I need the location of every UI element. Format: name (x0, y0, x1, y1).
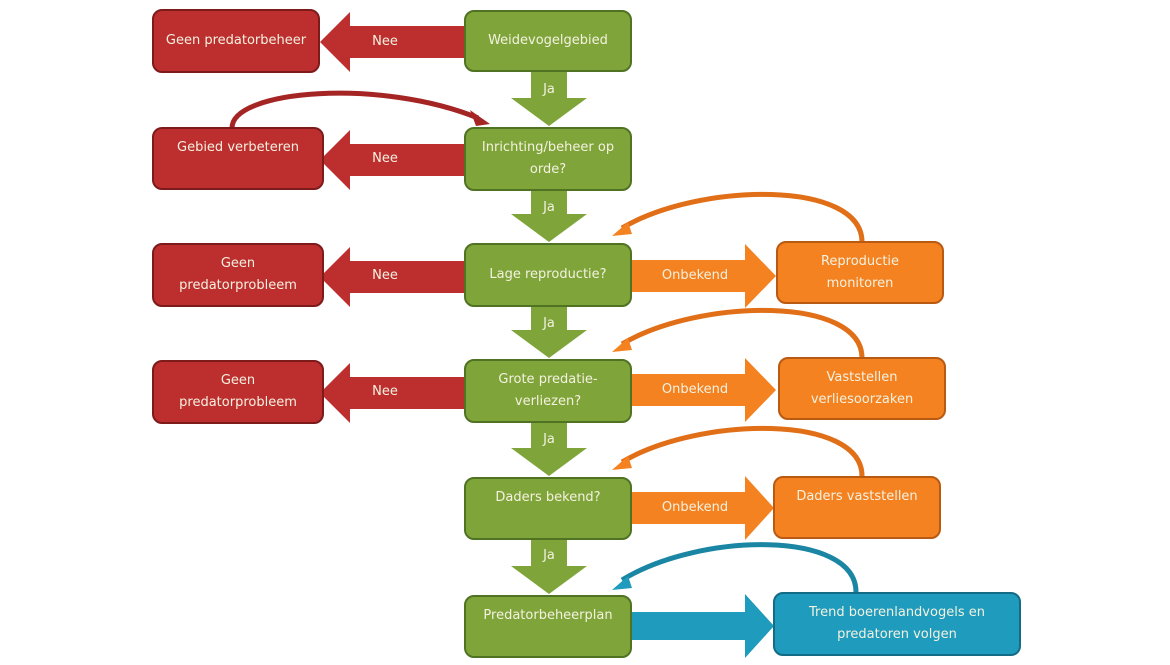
node-daders-vaststellen: Daders vaststellen (773, 476, 941, 539)
edge-label-ja-3: Ja (543, 316, 555, 331)
edge-label-nee-2: Nee (372, 151, 398, 166)
onbekend-arrow-3 (630, 476, 774, 540)
edge-label-nee-1: Nee (372, 34, 398, 49)
edge-label-ja-5: Ja (543, 548, 555, 563)
feedback-arrowhead-orange-3 (612, 456, 632, 470)
followup-arrow (630, 594, 774, 658)
feedback-arc-blue (620, 542, 859, 593)
node-daders-bekend: Daders bekend? (464, 477, 632, 540)
node-geen-predatorprobleem-1: Geen predatorprobleem (152, 243, 324, 307)
edge-label-onbekend-1: Onbekend (661, 268, 729, 283)
feedback-arrowhead-orange-2 (612, 338, 632, 352)
node-geen-predatorbeheer: Geen predatorbeheer (152, 9, 320, 73)
feedback-arrowhead-red (470, 110, 490, 126)
edge-label-ja-4: Ja (543, 432, 555, 447)
onbekend-arrow-1 (630, 244, 776, 308)
node-trend-volgen: Trend boerenlandvogels en predatoren vol… (773, 592, 1021, 656)
node-geen-predatorprobleem-2: Geen predatorprobleem (152, 360, 324, 424)
edge-label-ja-2: Ja (543, 200, 555, 215)
edge-label-nee-4: Nee (372, 384, 398, 399)
feedback-arc-orange-3 (620, 425, 865, 477)
feedback-arrowhead-blue (612, 576, 632, 590)
feedback-arc-orange-2 (620, 307, 865, 359)
node-reproductie-monitoren: Reproductie monitoren (776, 241, 944, 304)
ja-arrow-5 (511, 539, 587, 594)
feedback-arc-orange-1 (620, 191, 865, 243)
edge-label-ja-1: Ja (543, 82, 555, 97)
onbekend-arrow-2 (630, 358, 776, 422)
ja-arrow-1 (511, 72, 587, 126)
ja-arrow-3 (511, 306, 587, 358)
nee-arrow-4 (320, 363, 466, 423)
node-inrichting: Inrichting/beheer op orde? (464, 127, 632, 191)
edge-label-onbekend-2: Onbekend (661, 382, 729, 397)
node-gebied-verbeteren: Gebied verbeteren (152, 127, 324, 190)
node-lage-reproductie: Lage reproductie? (464, 243, 632, 307)
node-weidevogelgebied: Weidevogelgebied (464, 10, 632, 72)
ja-arrow-2 (511, 190, 587, 242)
nee-arrow-3 (320, 247, 466, 307)
node-vaststellen-verliesoorzaken: Vaststellen verliesoorzaken (778, 357, 946, 420)
nee-arrow-2 (320, 130, 466, 190)
nee-arrow-1 (320, 12, 466, 72)
feedback-arrowhead-orange-1 (612, 222, 632, 236)
feedback-arc-red (229, 90, 479, 129)
node-grote-predatie: Grote predatie-verliezen? (464, 359, 632, 423)
ja-arrow-4 (511, 422, 587, 476)
edge-label-onbekend-3: Onbekend (661, 500, 729, 515)
node-predatorbeheerplan: Predatorbeheerplan (464, 595, 632, 658)
edge-label-nee-3: Nee (372, 268, 398, 283)
